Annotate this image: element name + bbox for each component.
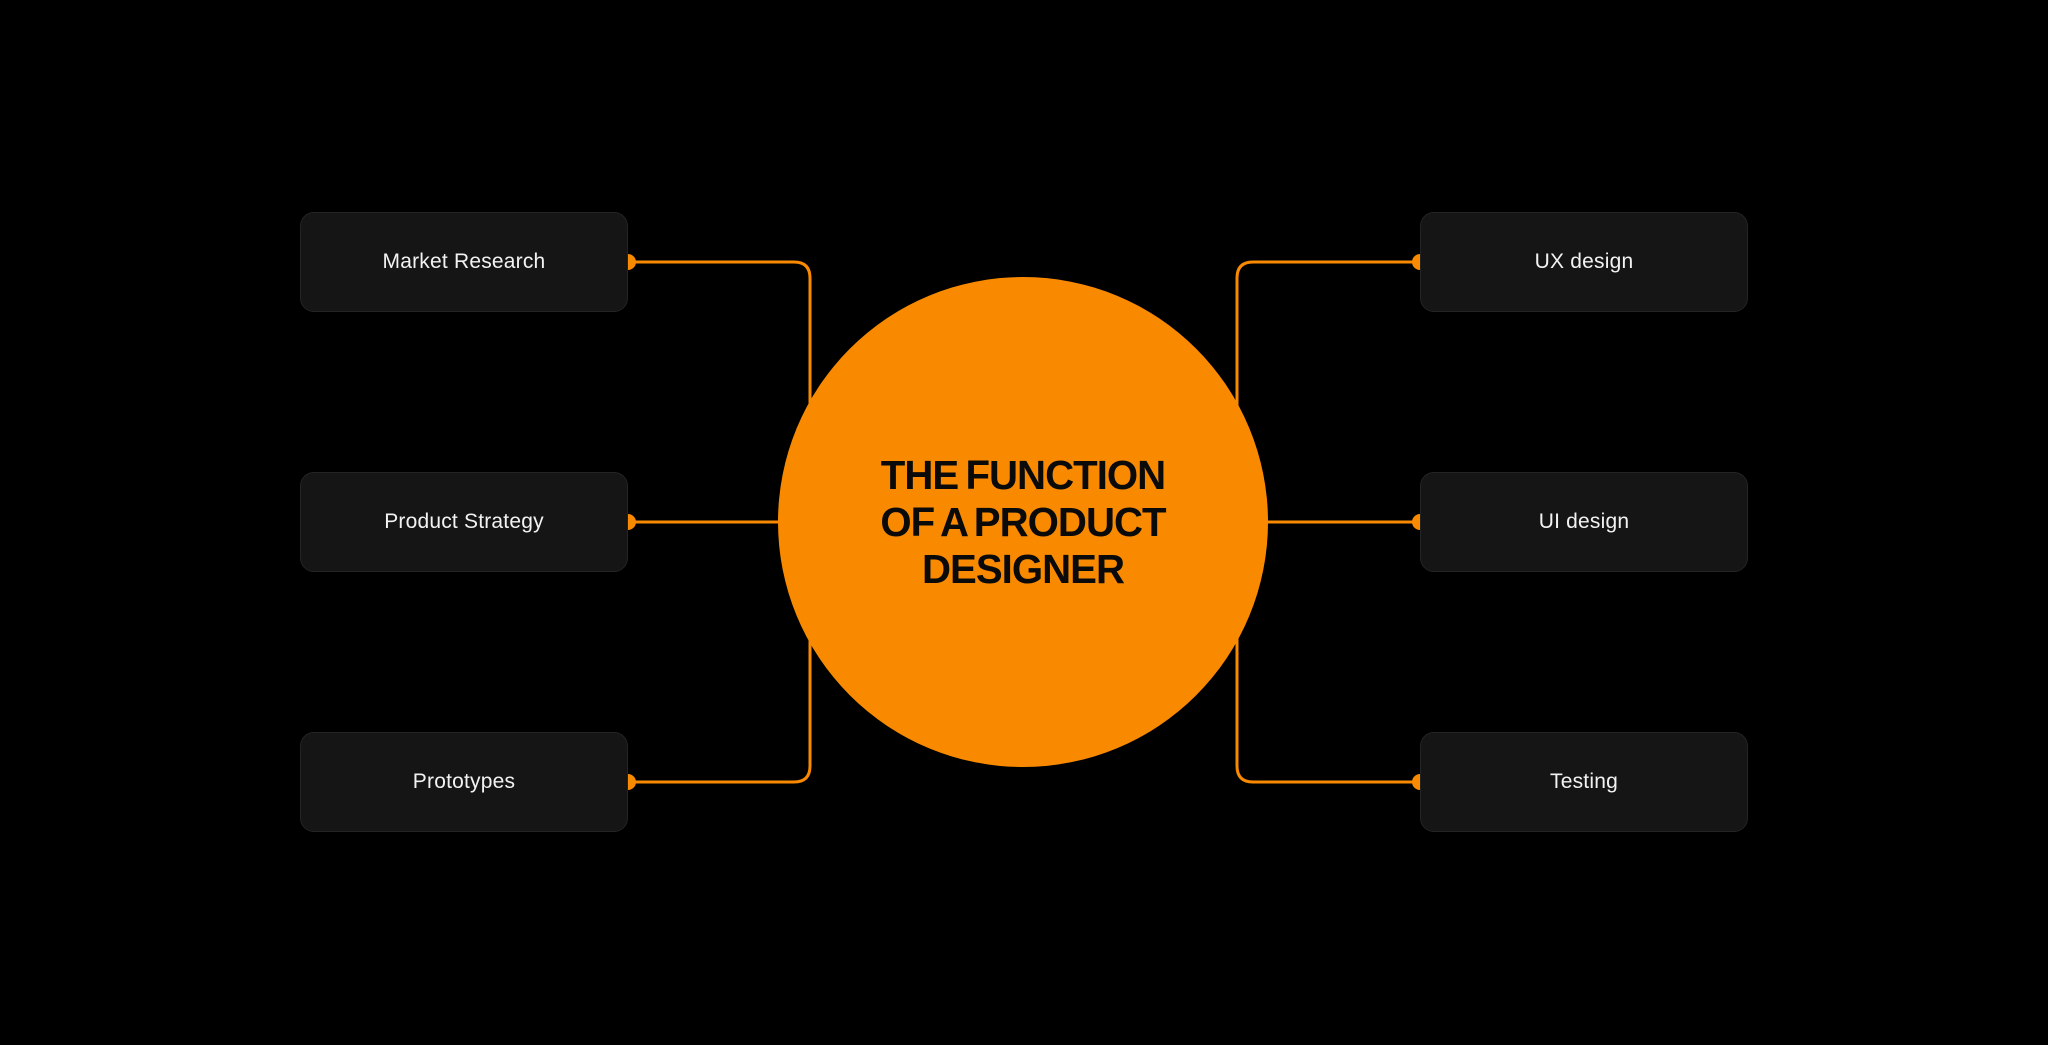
branch-node-market-research: Market Research <box>300 212 628 312</box>
center-topic-line: THE FUNCTION <box>880 452 1166 498</box>
branch-node-prototypes: Prototypes <box>300 732 628 832</box>
branch-node-label: UI design <box>1538 510 1630 533</box>
branch-node-label: Testing <box>1550 770 1618 793</box>
branch-node-label: Prototypes <box>412 770 516 793</box>
branch-node-label: Market Research <box>382 250 546 273</box>
branch-node-ux-design: UX design <box>1420 212 1748 312</box>
branch-node-product-strategy: Product Strategy <box>300 472 628 572</box>
branch-node-label: UX design <box>1534 250 1634 273</box>
central-circle-shape <box>778 277 1268 767</box>
branch-node-testing: Testing <box>1420 732 1748 832</box>
center-topic: THE FUNCTION OF A PRODUCT DESIGNER <box>827 452 1219 593</box>
branch-node-ui-design: UI design <box>1420 472 1748 572</box>
branch-node-label: Product Strategy <box>384 510 544 533</box>
center-topic-line: DESIGNER <box>921 546 1125 592</box>
center-topic-line: OF A PRODUCT <box>880 499 1166 545</box>
